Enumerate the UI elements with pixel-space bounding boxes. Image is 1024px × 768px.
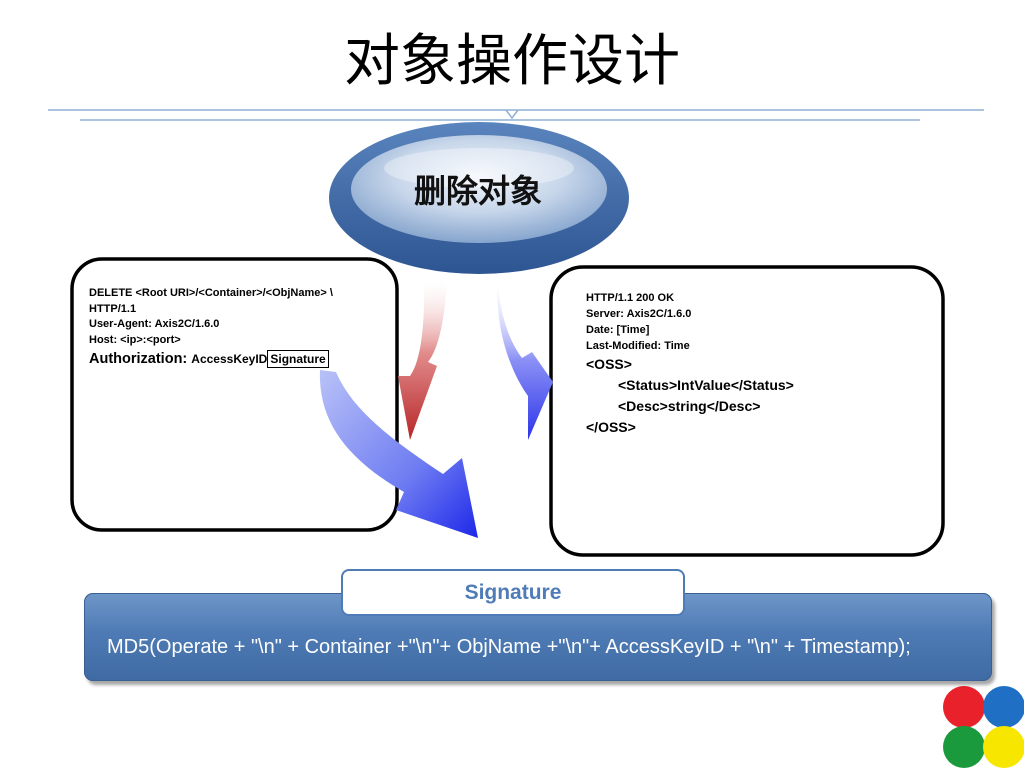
response-xml-line: <Status>IntValue</Status> bbox=[618, 377, 794, 393]
header-divider bbox=[48, 109, 984, 121]
topic-label: 删除对象 bbox=[413, 172, 542, 210]
response-message: HTTP/1.1 200 OK Server: Axis2C/1.6.0 Dat… bbox=[586, 290, 926, 438]
response-box bbox=[549, 265, 945, 557]
request-line: Host: <ip>:<port> bbox=[89, 333, 181, 346]
signature-tab: Signature bbox=[341, 569, 685, 616]
access-key-id: AccessKeyID bbox=[191, 352, 268, 366]
topic-oval bbox=[329, 122, 629, 274]
response-xml-line: </OSS> bbox=[586, 419, 636, 435]
request-line: User-Agent: Axis2C/1.6.0 bbox=[89, 318, 220, 330]
response-xml-line: <OSS> bbox=[586, 356, 632, 372]
signature-formula: MD5(Operate + "\n" + Container +"\n"+ Ob… bbox=[107, 636, 911, 658]
request-box bbox=[70, 257, 399, 532]
response-header: Server: Axis2C/1.6.0 bbox=[586, 308, 692, 320]
request-line: DELETE <Root URI>/<Container>/<ObjName> … bbox=[89, 287, 333, 299]
request-arrow bbox=[398, 280, 447, 440]
signature-highlight: Signature bbox=[267, 350, 329, 368]
slide-title: 对象操作设计 bbox=[344, 29, 680, 94]
request-message: DELETE <Root URI>/<Container>/<ObjName> … bbox=[89, 286, 389, 369]
response-header: Last-Modified: Time bbox=[586, 340, 690, 352]
response-header: HTTP/1.1 200 OK bbox=[586, 292, 675, 304]
response-xml-line: <Desc>string</Desc> bbox=[618, 398, 761, 414]
signature-arrow bbox=[319, 370, 478, 538]
logo-dots bbox=[943, 686, 1024, 768]
authorization-label: Authorization: bbox=[89, 351, 192, 367]
response-arrow bbox=[497, 280, 553, 440]
request-line: HTTP/1.1 bbox=[89, 302, 137, 315]
response-header: Date: [Time] bbox=[586, 324, 650, 336]
